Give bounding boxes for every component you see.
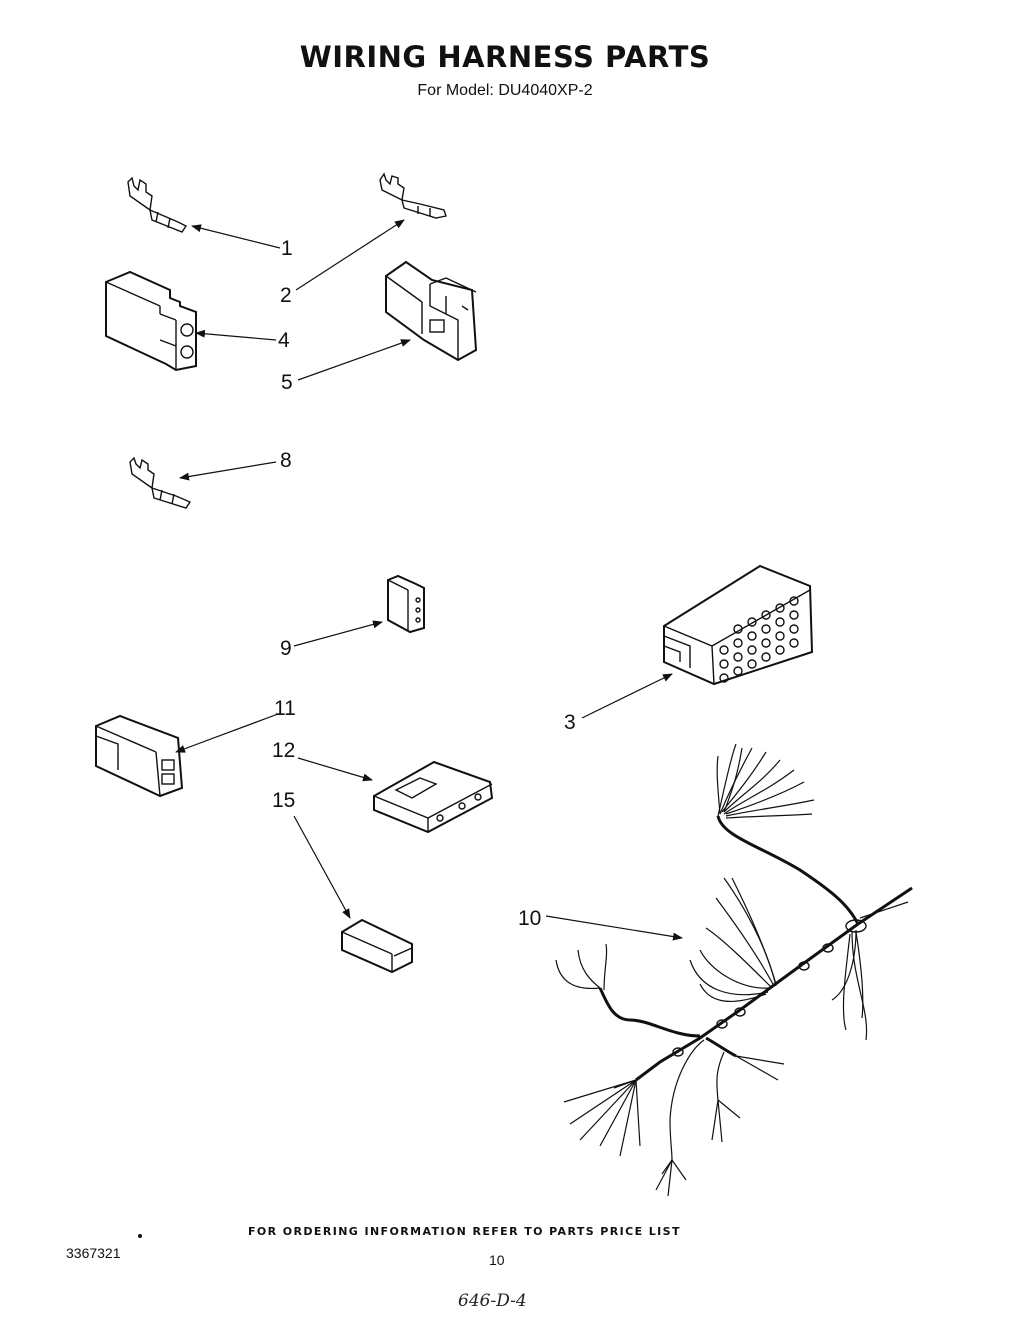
page-title: WIRING HARNESS PARTS: [299, 40, 711, 74]
leader-3: [581, 673, 673, 719]
part-8-terminal: [129, 456, 192, 509]
callout-12: 12: [272, 739, 296, 762]
part-9-connector: [387, 574, 425, 634]
part-3-connector-block: [663, 564, 814, 686]
leader-8: [179, 461, 277, 481]
part-2-terminal: [379, 172, 447, 219]
leader-9: [293, 620, 383, 647]
callout-11: 11: [274, 697, 296, 720]
callout-9: 9: [280, 637, 292, 660]
leader-15: [293, 815, 351, 919]
callout-4: 4: [278, 329, 290, 352]
callout-15: 15: [272, 789, 296, 812]
part-11-connector: [95, 714, 184, 798]
callout-2: 2: [280, 284, 292, 307]
leader-12: [297, 757, 373, 782]
handwritten-code: 646-D-4: [458, 1291, 527, 1311]
leader-10: [545, 915, 683, 941]
model-subtitle: For Model: DU4040XP-2: [417, 82, 593, 99]
leader-1: [191, 224, 281, 249]
part-15-clip: [341, 918, 413, 974]
part-12-connector: [373, 760, 494, 834]
callout-1: 1: [281, 237, 293, 260]
part-10-wiring-harness: [555, 743, 913, 1197]
callout-8: 8: [280, 449, 292, 472]
part-5-connector: [385, 260, 478, 362]
leader-2: [295, 219, 405, 291]
ordering-note: FOR ORDERING INFORMATION REFER TO PARTS …: [248, 1225, 681, 1238]
callout-3: 3: [564, 711, 576, 734]
callout-5: 5: [281, 371, 293, 394]
leader-4: [195, 329, 277, 341]
document-number: 3367321: [66, 1245, 121, 1261]
part-1-terminal: [127, 176, 188, 233]
leader-5: [297, 339, 411, 381]
leader-11: [175, 713, 279, 753]
page-number: 10: [489, 1252, 505, 1268]
part-4-connector: [105, 270, 197, 372]
callout-10: 10: [518, 907, 542, 930]
speck: [138, 1234, 142, 1238]
